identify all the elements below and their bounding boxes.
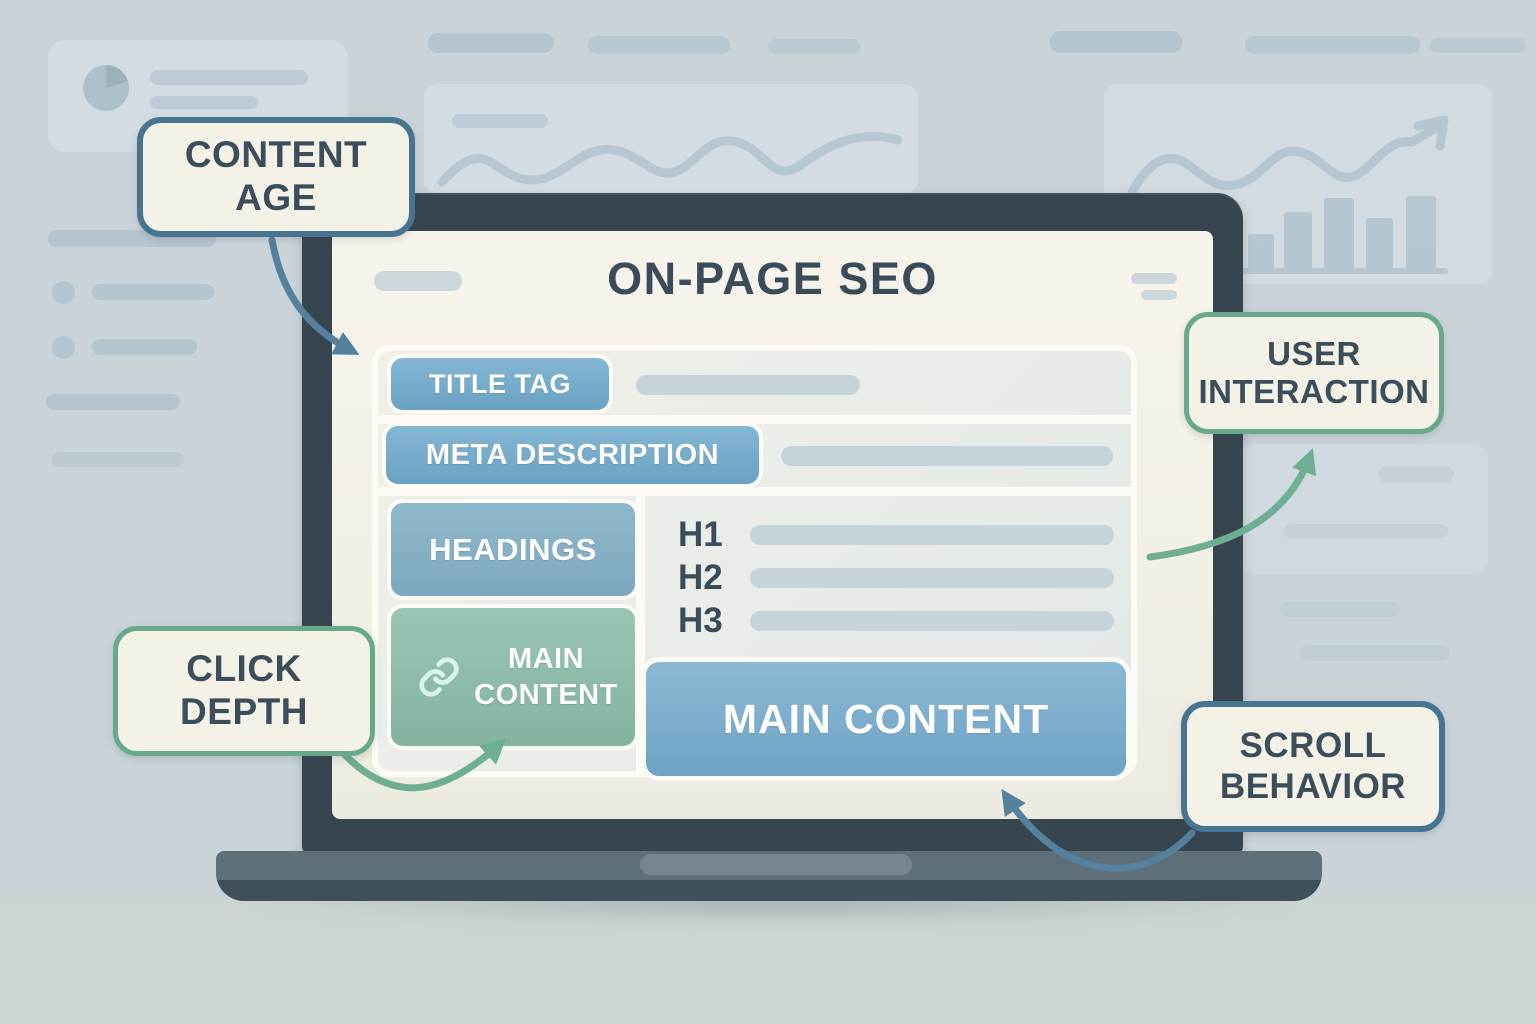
menu-icon xyxy=(1131,273,1177,300)
list-bullet xyxy=(52,336,75,359)
meta-description-box: META DESCRIPTION xyxy=(382,422,763,488)
nav-placeholder xyxy=(1245,36,1420,54)
placeholder-line xyxy=(636,375,860,395)
placeholder-line xyxy=(1284,524,1448,538)
placeholder-line xyxy=(750,611,1114,631)
placeholder-line xyxy=(92,339,197,355)
browser-placeholder-pill xyxy=(374,271,462,291)
title-tag-box: TITLE TAG xyxy=(387,354,613,414)
placeholder-line xyxy=(150,70,308,85)
placeholder-line xyxy=(46,394,180,410)
separator xyxy=(636,487,645,771)
main-content-link-label: MAIN CONTENT xyxy=(474,642,618,711)
separator xyxy=(378,415,1131,424)
main-content-box: MAIN CONTENT xyxy=(641,657,1131,781)
placeholder-line xyxy=(1300,645,1450,661)
main-content-link-box: MAIN CONTENT xyxy=(387,604,639,750)
list-bullet xyxy=(52,281,75,304)
placeholder-line xyxy=(1378,466,1454,482)
nav-placeholder xyxy=(1430,38,1526,53)
laptop-base xyxy=(216,851,1322,901)
seo-elements-panel: TITLE TAG META DESCRIPTION HEADINGS MAIN… xyxy=(372,345,1137,781)
headings-box: HEADINGS xyxy=(387,499,639,600)
page-title: ON-PAGE SEO xyxy=(607,253,938,304)
laptop: ON-PAGE SEO TITLE TAG META DESCRIPTION H… xyxy=(302,193,1243,856)
callout-click-depth: CLICK DEPTH xyxy=(113,626,375,756)
nav-placeholder xyxy=(588,36,730,54)
background-card-center xyxy=(424,84,918,194)
floor-surface xyxy=(0,898,1536,1024)
callout-content-age: CONTENT AGE xyxy=(137,117,415,237)
callout-scroll-behavior: SCROLL BEHAVIOR xyxy=(1181,701,1445,832)
h3-label: H3 xyxy=(678,601,723,640)
laptop-hinge-notch xyxy=(640,854,912,875)
placeholder-line xyxy=(52,452,184,467)
h1-label: H1 xyxy=(678,515,723,554)
placeholder-line xyxy=(1280,602,1400,617)
nav-placeholder xyxy=(428,33,554,53)
h2-label: H2 xyxy=(678,558,723,597)
placeholder-line xyxy=(150,96,258,109)
placeholder-line xyxy=(92,284,214,300)
callout-user-interaction: USER INTERACTION xyxy=(1184,312,1444,434)
background-panel-right xyxy=(1240,444,1488,574)
placeholder-line xyxy=(750,525,1114,545)
nav-placeholder xyxy=(768,39,860,54)
placeholder-line xyxy=(750,568,1114,588)
laptop-screen: ON-PAGE SEO TITLE TAG META DESCRIPTION H… xyxy=(332,231,1213,819)
chain-link-icon xyxy=(419,657,459,697)
nav-placeholder xyxy=(1050,31,1182,53)
separator xyxy=(378,487,1131,496)
placeholder-line xyxy=(452,114,548,128)
placeholder-line xyxy=(781,446,1113,466)
pie-chart-icon xyxy=(83,64,129,111)
